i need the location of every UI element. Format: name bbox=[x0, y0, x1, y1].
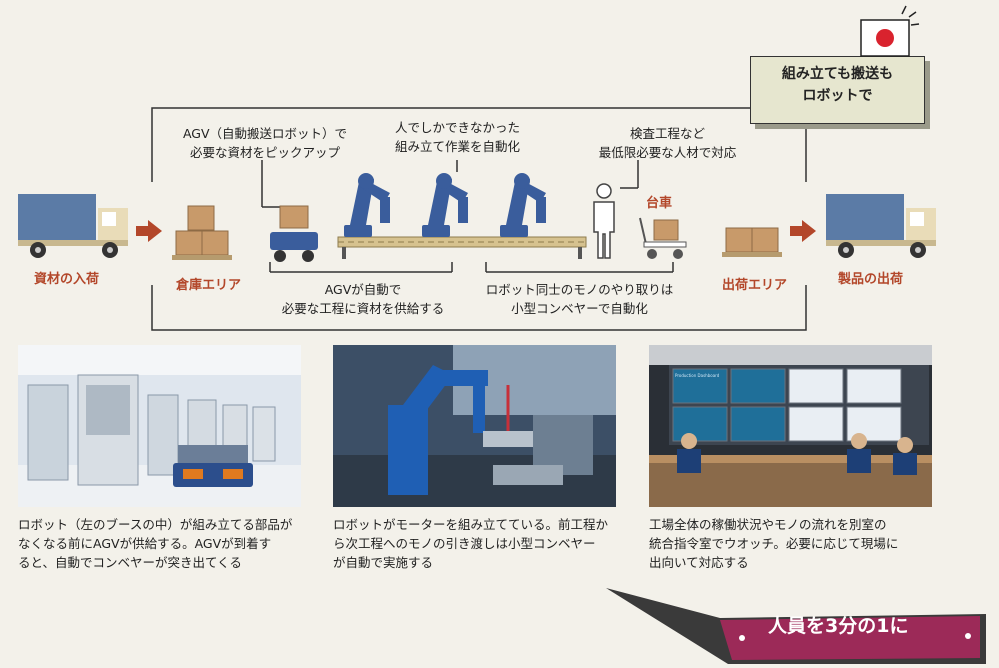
worker-icon bbox=[593, 183, 615, 259]
label-shipping-area: 出荷エリア bbox=[722, 278, 788, 293]
label-warehouse: 倉庫エリア bbox=[176, 278, 242, 293]
robot-line-icon bbox=[337, 173, 587, 259]
note-inspection: 検査工程など最低限必要な人材で対応 bbox=[598, 126, 737, 160]
arrow-right-icon bbox=[136, 220, 162, 242]
caption-photo-2: ロボットがモーターを組み立てている。前工程から次工程へのモノの引き渡しは小型コン… bbox=[333, 517, 609, 570]
caption-photo-1: ロボット（左のブースの中）が組み立てる部品がなくなる前にAGVが供給する。AGV… bbox=[18, 517, 293, 570]
agv-icon bbox=[270, 205, 318, 262]
shipping-boxes-icon bbox=[722, 227, 782, 257]
japan-flag-icon bbox=[860, 5, 920, 57]
note-agv-pickup: AGV（自動搬送ロボット）で必要な資材をピックアップ bbox=[182, 126, 348, 160]
note-automation: 人でしかできなかった組み立て作業を自動化 bbox=[394, 120, 520, 154]
warehouse-boxes-icon bbox=[172, 205, 232, 260]
photo-agv-factory bbox=[18, 345, 301, 507]
callout-line1: 組み立ても搬送も bbox=[781, 66, 894, 82]
label-cart: 台車 bbox=[646, 196, 673, 211]
photo-control-room: Production Dashboard bbox=[649, 345, 932, 507]
screen-label: Production Dashboard bbox=[675, 373, 720, 378]
arrow-right-icon-2 bbox=[790, 220, 816, 242]
note-agv-supply: AGVが自動で必要な工程に資材を供給する bbox=[281, 282, 445, 316]
label-receiving: 資材の入荷 bbox=[34, 272, 100, 287]
photo-robot-assembly bbox=[333, 345, 616, 507]
cart-icon bbox=[639, 217, 687, 259]
callout-box: 組み立ても搬送も ロボットで bbox=[750, 56, 925, 124]
result-badge-shape bbox=[606, 588, 986, 664]
receiving-truck-icon bbox=[18, 194, 128, 258]
label-product-shipping: 製品の出荷 bbox=[838, 272, 904, 287]
caption-photo-3: 工場全体の稼働状況やモノの流れを別室の統合指令室でウオッチ。必要に応じて現場に出… bbox=[649, 517, 899, 570]
note-robot-conveyor: ロボット同士のモノのやり取りは小型コンベヤーで自動化 bbox=[485, 282, 674, 316]
callout-line2: ロボットで bbox=[802, 88, 873, 104]
result-badge-text: 人員を3分の1に bbox=[768, 615, 909, 637]
shipping-truck-icon bbox=[826, 194, 936, 258]
